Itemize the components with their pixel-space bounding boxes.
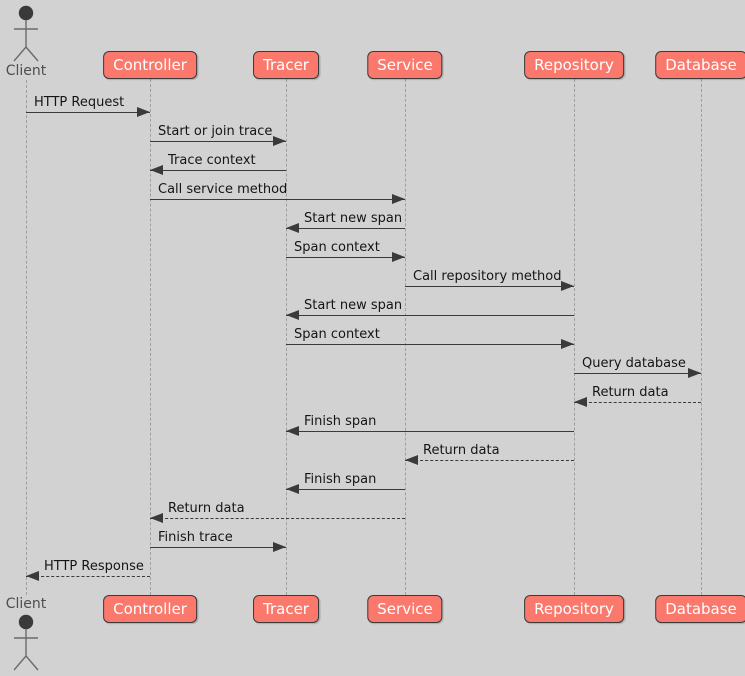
message-line <box>286 431 574 432</box>
message-arrowhead-right <box>137 107 150 117</box>
message-arrowhead-right <box>392 252 405 262</box>
message-label: Return data <box>592 385 669 400</box>
participant-database-top: Database <box>655 51 745 79</box>
message-label: Finish span <box>304 472 377 487</box>
message-arrowhead-left <box>150 165 163 175</box>
message-label: Trace context <box>168 153 256 168</box>
participant-repository-top: Repository <box>524 51 624 79</box>
message-arrowhead-left <box>286 426 299 436</box>
message-line <box>26 112 150 113</box>
message-arrowhead-right <box>273 136 286 146</box>
message-label: Start or join trace <box>158 124 273 139</box>
participant-controller-top: Controller <box>103 51 197 79</box>
message-arrowhead-left <box>286 223 299 233</box>
message-arrowhead-left <box>574 397 587 407</box>
message-line <box>574 402 701 403</box>
message-label: Return data <box>168 501 245 516</box>
message-line <box>286 344 574 345</box>
message-line <box>405 286 574 287</box>
message-line <box>26 576 150 577</box>
message-label: HTTP Request <box>34 95 125 110</box>
message-arrowhead-right <box>273 542 286 552</box>
message-arrowhead-left <box>150 513 163 523</box>
message-label: Call repository method <box>413 269 562 284</box>
actor-label-bottom: Client <box>5 596 47 612</box>
message-line <box>574 373 701 374</box>
actor-lifeline <box>26 80 27 595</box>
message-label: HTTP Response <box>44 559 144 574</box>
message-arrowhead-left <box>405 455 418 465</box>
actor-icon-bottom <box>0 613 52 675</box>
message-line <box>150 518 405 519</box>
message-arrowhead-left <box>286 310 299 320</box>
message-line <box>405 460 574 461</box>
lifeline-tracer <box>286 79 287 595</box>
lifeline-controller <box>150 79 151 595</box>
lifeline-database <box>701 79 702 595</box>
lifeline-service <box>405 79 406 595</box>
participant-service-top: Service <box>367 51 443 79</box>
participant-repository-bottom: Repository <box>524 595 624 623</box>
message-label: Call service method <box>158 182 288 197</box>
message-arrowhead-left <box>26 571 39 581</box>
message-line <box>286 257 405 258</box>
message-arrowhead-left <box>286 484 299 494</box>
participant-controller-bottom: Controller <box>103 595 197 623</box>
participant-service-bottom: Service <box>367 595 443 623</box>
actor-icon-top <box>0 4 52 66</box>
message-label: Start new span <box>304 298 403 313</box>
message-line <box>150 141 286 142</box>
participant-tracer-top: Tracer <box>253 51 319 79</box>
message-line <box>286 489 405 490</box>
participant-tracer-bottom: Tracer <box>253 595 319 623</box>
message-arrowhead-right <box>561 281 574 291</box>
message-arrowhead-right <box>688 368 701 378</box>
message-line <box>150 199 405 200</box>
participant-database-bottom: Database <box>655 595 745 623</box>
actor-label-top: Client <box>5 63 47 79</box>
message-label: Span context <box>294 327 380 342</box>
message-line <box>286 228 405 229</box>
message-line <box>286 315 574 316</box>
message-label: Query database <box>582 356 686 371</box>
message-label: Start new span <box>304 211 403 226</box>
message-label: Return data <box>423 443 500 458</box>
message-label: Span context <box>294 240 380 255</box>
message-line <box>150 170 286 171</box>
message-label: Finish span <box>304 414 377 429</box>
message-arrowhead-right <box>561 339 574 349</box>
message-label: Finish trace <box>158 530 233 545</box>
lifeline-repository <box>574 79 575 595</box>
message-line <box>150 547 286 548</box>
message-arrowhead-right <box>392 194 405 204</box>
